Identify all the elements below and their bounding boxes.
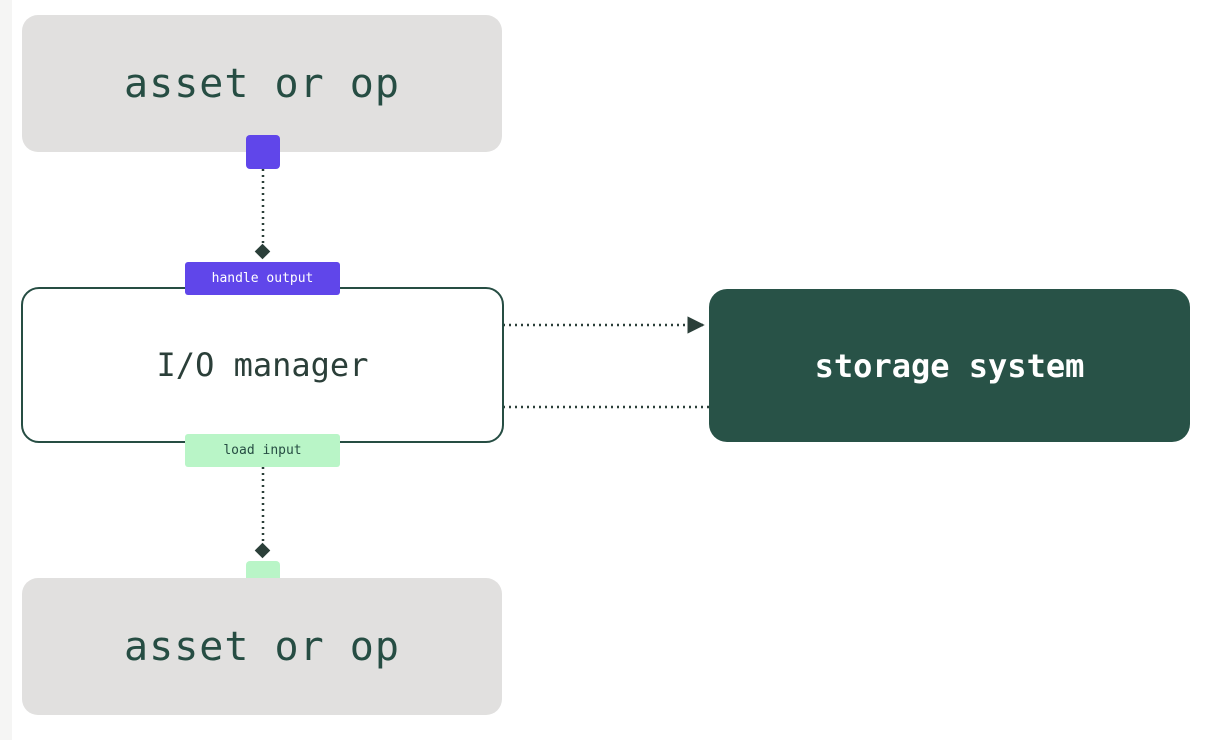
load-input-tag: load input — [185, 434, 340, 467]
diamond-handle-output — [254, 243, 271, 260]
load-input-label: load input — [223, 443, 302, 458]
handle-output-tag: handle output — [185, 262, 340, 295]
asset-or-op-bottom-node: asset or op — [22, 578, 502, 715]
handle-output-label: handle output — [211, 271, 314, 286]
asset-top-label: asset or op — [124, 60, 400, 107]
storage-system-node: storage system — [709, 289, 1190, 442]
io-manager-label: I/O manager — [156, 346, 369, 384]
asset-or-op-top-node: asset or op — [22, 15, 502, 152]
left-edge-strip — [0, 0, 12, 740]
output-port — [246, 135, 280, 169]
asset-bottom-label: asset or op — [124, 623, 400, 670]
diamond-load-input — [254, 542, 271, 559]
storage-system-label: storage system — [814, 346, 1085, 385]
io-manager-node: I/O manager — [21, 287, 504, 443]
